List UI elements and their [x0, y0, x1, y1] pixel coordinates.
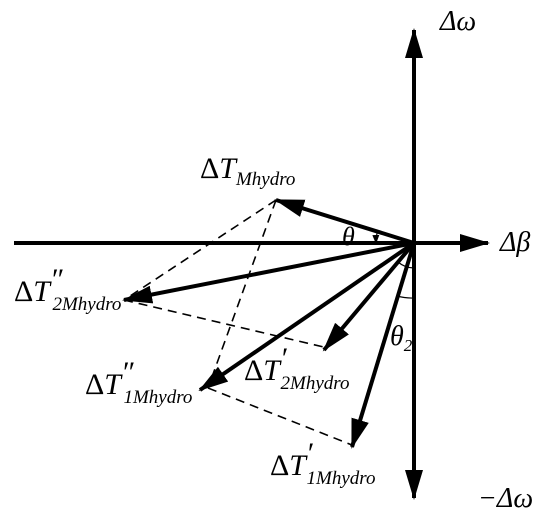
vector-t-mhydro — [274, 198, 415, 245]
vector-t-2mhydro-prime — [322, 241, 416, 352]
label-t-2mhydro-prime: ΔT′2Mhydro — [244, 342, 350, 394]
theta-small-arc — [397, 261, 415, 269]
label-t-mhydro: ΔTMhydro — [200, 152, 295, 190]
axis-label-domega: Δω — [439, 6, 476, 37]
label-theta2: θ2 — [390, 321, 413, 355]
vector-t-1mhydro-prime — [350, 242, 416, 449]
vector-t-2mhydro-double-prime — [122, 241, 415, 304]
label-t-1mhydro-double-prime: ΔT″1Mhydro — [85, 356, 192, 408]
dashed-construction-lines — [123, 199, 353, 446]
theta-arc — [372, 229, 380, 244]
vector-t-1mhydro-double-prime — [198, 241, 416, 392]
label-theta: θ — [342, 222, 355, 251]
axis-label-dbeta: Δβ — [499, 227, 530, 258]
label-t-2mhydro-double-prime: ΔT″2Mhydro — [14, 263, 121, 315]
label-t-1mhydro-prime: ΔT′1Mhydro — [270, 437, 376, 489]
axis-label-neg-domega: −Δω — [478, 483, 533, 514]
theta2-arc — [396, 295, 415, 299]
